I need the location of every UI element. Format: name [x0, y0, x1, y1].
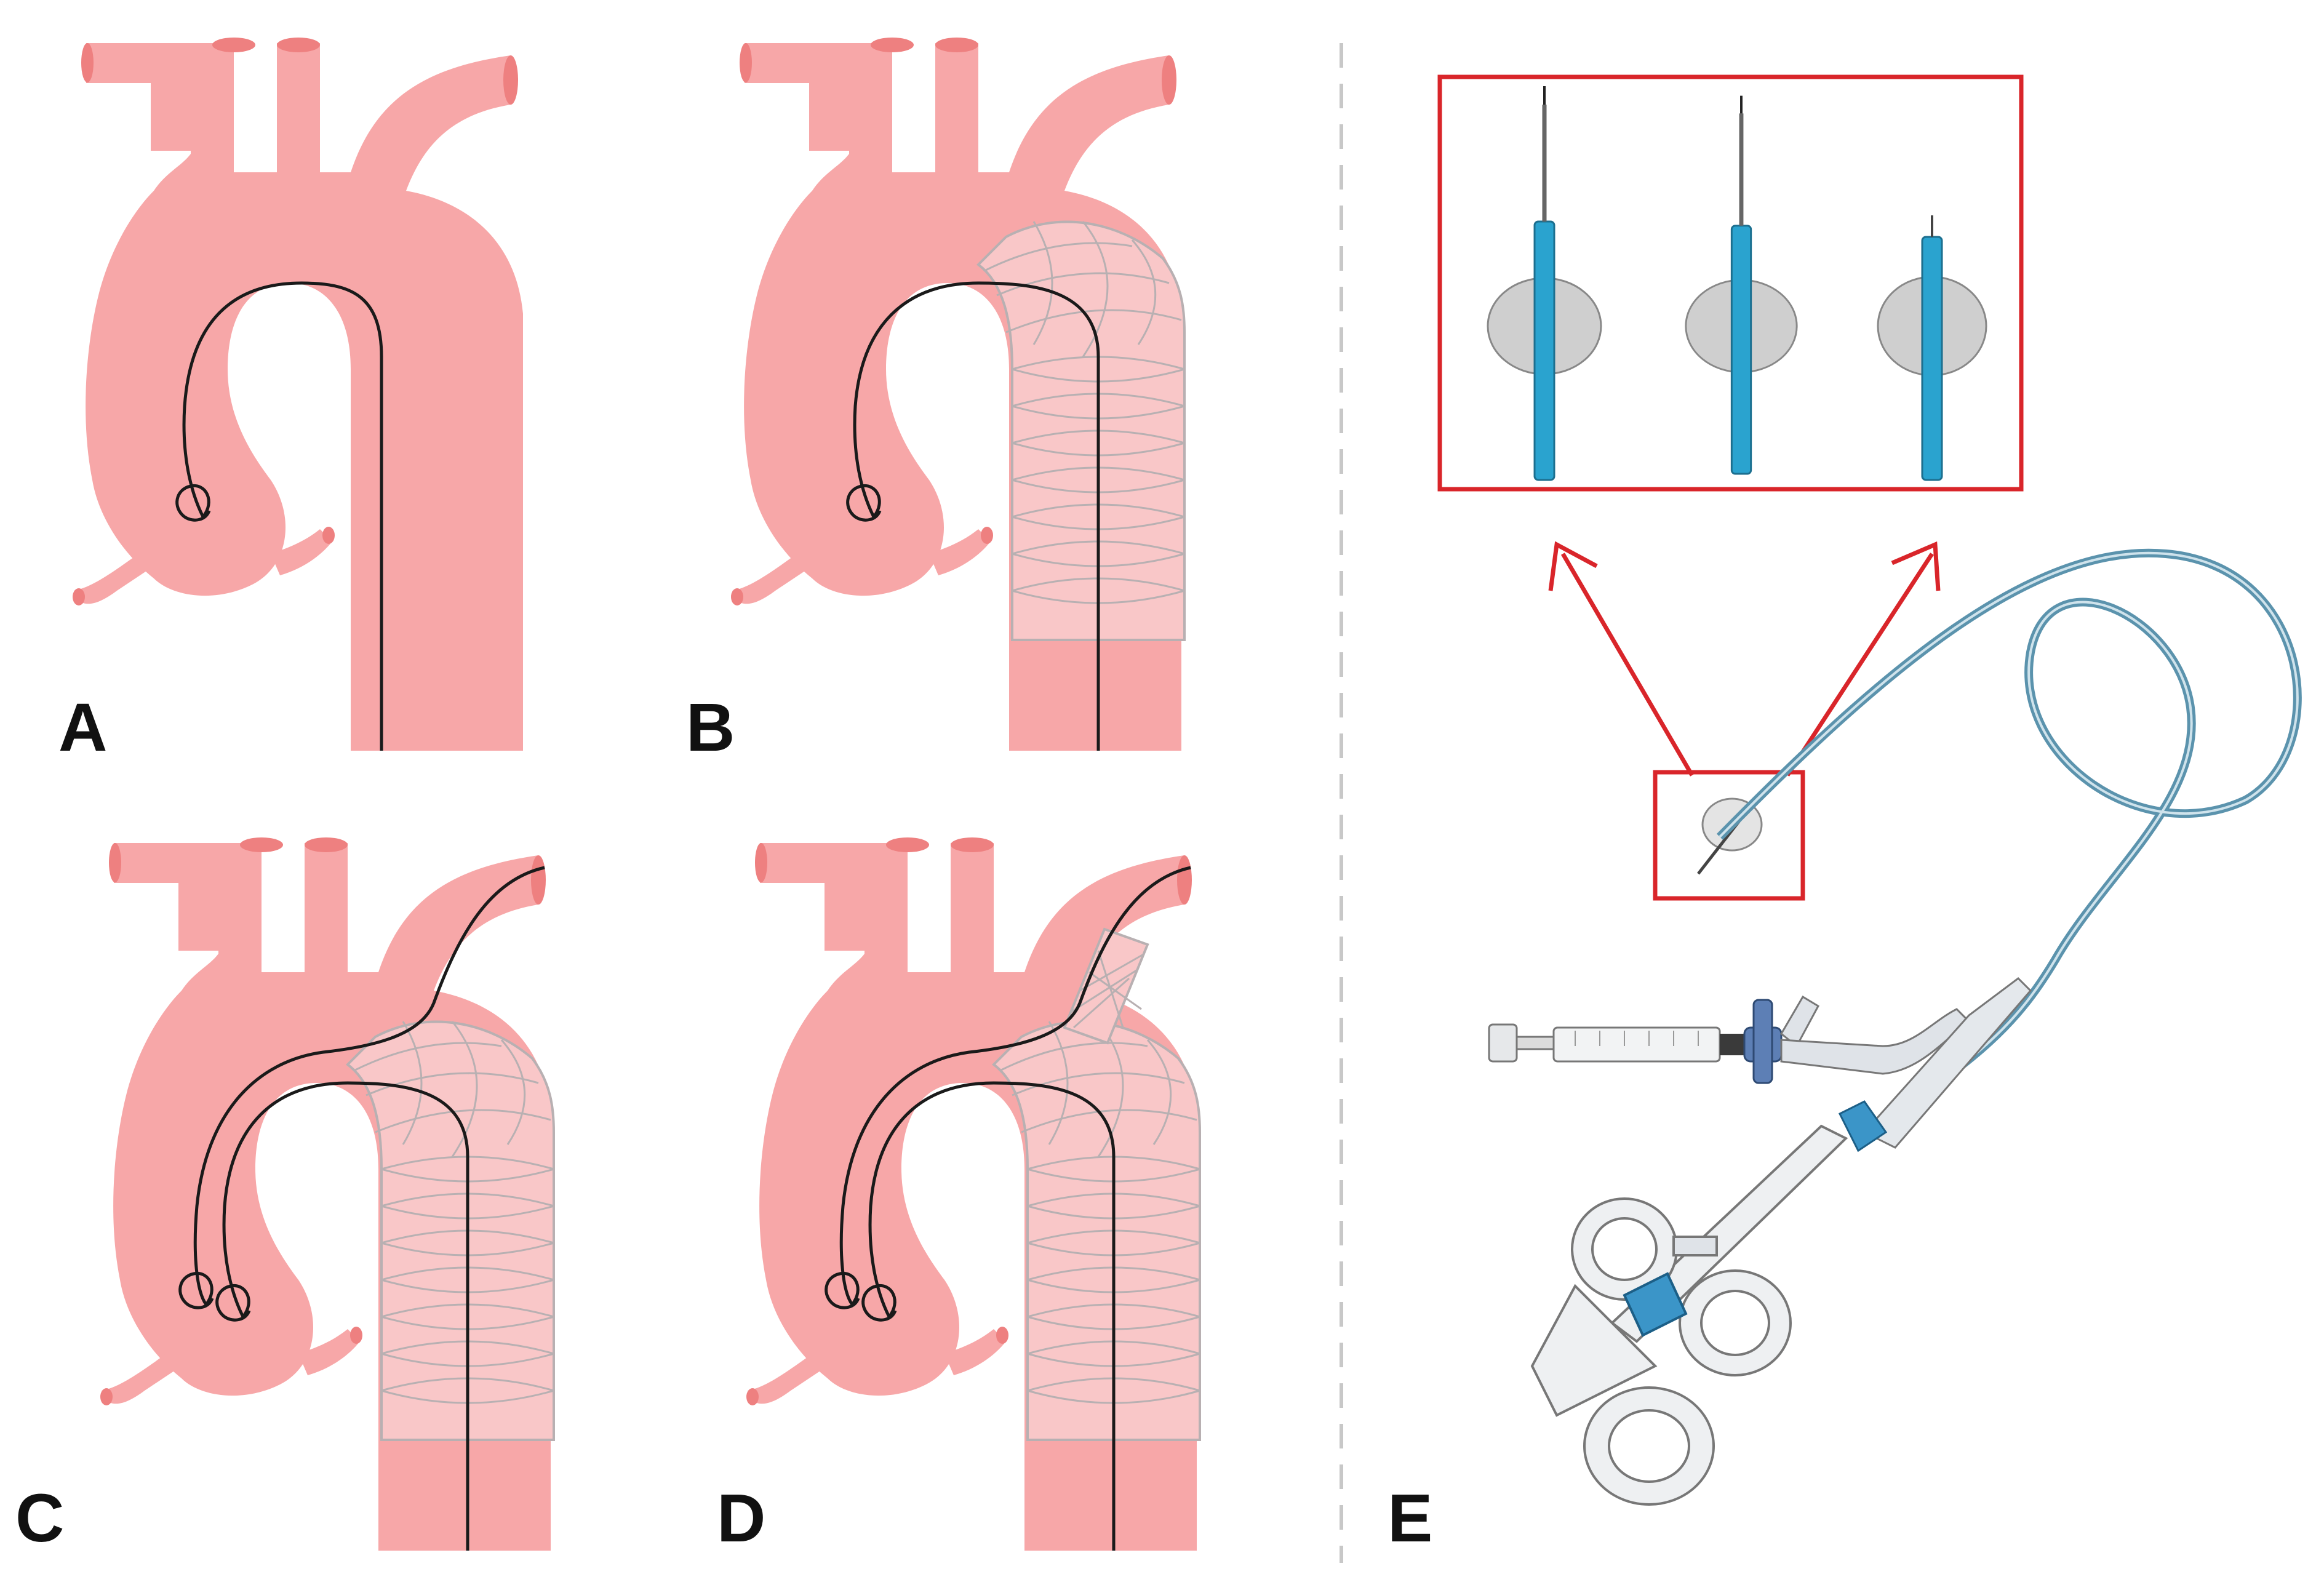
- panel-c-label: C: [15, 1480, 64, 1556]
- fenestration-needle-icon: [1877, 215, 1987, 481]
- panel-c: [100, 837, 555, 1552]
- panel-d: [746, 837, 1201, 1552]
- zoom-arrows: [1548, 541, 1941, 777]
- guidewire-branch: [193, 866, 545, 1306]
- scissor-handle-icon: [1530, 1124, 1848, 1506]
- panel-a: [73, 38, 523, 751]
- syringe-icon: [1488, 1023, 1744, 1063]
- guidewire: [853, 281, 1100, 751]
- panel-b: [731, 38, 1186, 752]
- panel-a-label: A: [58, 690, 107, 765]
- stopcock-icon: [1743, 995, 1971, 1084]
- catheter-sheath: [1863, 977, 2032, 1149]
- panel-d-label: D: [717, 1480, 765, 1556]
- panel-b-label: B: [686, 690, 735, 765]
- guidewire: [222, 1081, 469, 1551]
- guidewire: [182, 281, 383, 751]
- guidewire-branch: [839, 866, 1191, 1306]
- panel-e: [1437, 74, 2302, 1506]
- panel-e-label: E: [1388, 1480, 1432, 1556]
- guidewire: [868, 1081, 1116, 1551]
- tip-highlight-box: [1653, 770, 1805, 901]
- handle-connector: [1838, 1100, 1888, 1153]
